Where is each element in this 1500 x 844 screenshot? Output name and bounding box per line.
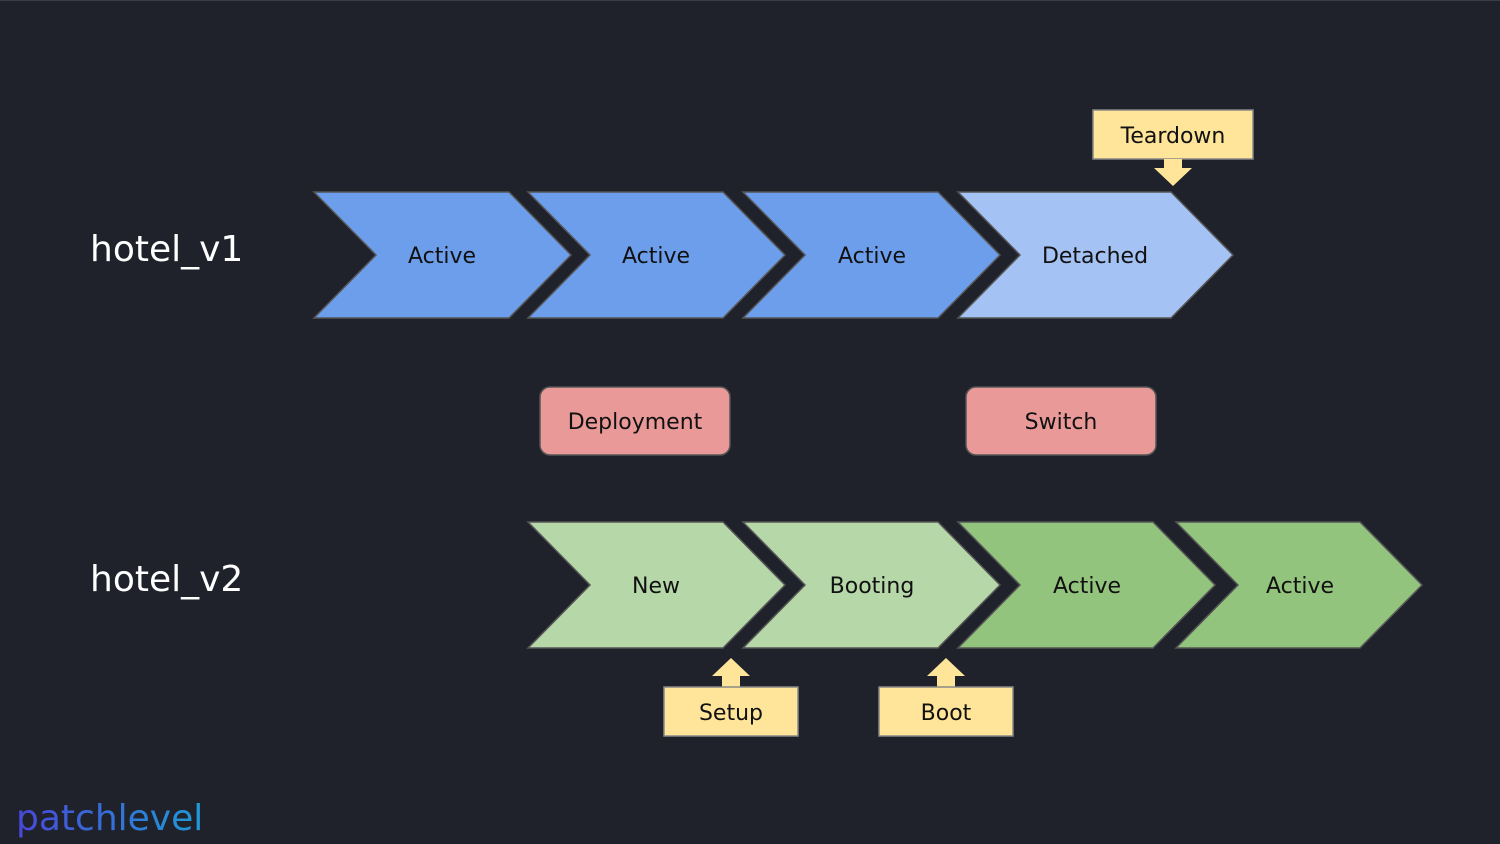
chevron-label: Active — [838, 244, 906, 269]
chevron-label: Booting — [830, 574, 915, 599]
chevron-step-v1-2: Active — [526, 191, 787, 319]
event-label: Setup — [699, 701, 763, 726]
chevron-label: Detached — [1042, 244, 1148, 269]
chevron-label: Active — [408, 244, 476, 269]
event-label: Boot — [921, 701, 972, 726]
chevron-step-v1-1: Active — [312, 191, 573, 319]
chevron-label: Active — [622, 244, 690, 269]
chevron-step-v1-3: Active — [741, 191, 1002, 319]
chevron-label: Active — [1053, 574, 1121, 599]
chevron-step-v2-4: Active — [1174, 521, 1424, 649]
phase-label: Switch — [1025, 410, 1098, 435]
brand-logo: patchlevel — [16, 798, 203, 839]
chevron-step-v1-4: Detached — [956, 191, 1235, 319]
event-callout-setup: Setup — [663, 658, 799, 737]
arrow-up-icon — [712, 658, 750, 687]
event-label: Teardown — [1120, 124, 1226, 149]
event-callout-teardown: Teardown — [1092, 109, 1254, 186]
phase-box-switch: Switch — [965, 386, 1157, 456]
row-label-hotel-v1: hotel_v1 — [90, 229, 243, 270]
chevron-step-v2-2: Booting — [741, 521, 1002, 649]
chevron-label: New — [632, 574, 680, 599]
arrow-down-icon — [1154, 159, 1192, 186]
chevron-step-v2-1: New — [526, 521, 787, 649]
event-callout-boot: Boot — [878, 658, 1014, 737]
phase-label: Deployment — [568, 410, 703, 435]
arrow-up-icon — [927, 658, 965, 687]
chevron-step-v2-3: Active — [956, 521, 1217, 649]
phase-box-deployment: Deployment — [539, 386, 731, 456]
chevron-label: Active — [1266, 574, 1334, 599]
row-label-hotel-v2: hotel_v2 — [90, 559, 243, 600]
